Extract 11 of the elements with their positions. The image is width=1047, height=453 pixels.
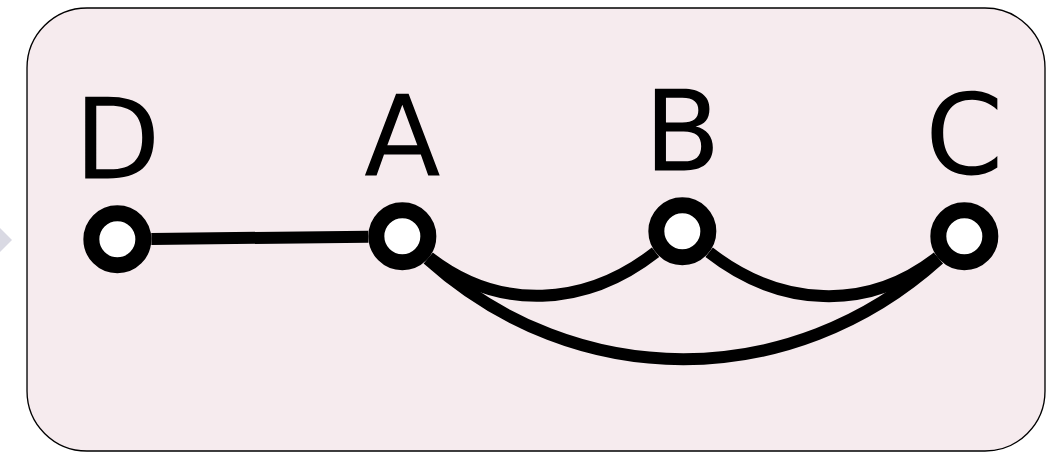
node-label: D xyxy=(85,96,154,179)
node-label: B xyxy=(654,88,713,171)
connector xyxy=(423,254,943,365)
node-label: C xyxy=(931,90,998,176)
vertex: B xyxy=(648,88,717,266)
vertex: D xyxy=(83,96,154,274)
connector xyxy=(151,230,369,245)
vertex: A xyxy=(364,93,440,271)
vertex: C xyxy=(930,90,999,271)
diagram-panel xyxy=(26,7,1046,452)
node-label: A xyxy=(364,93,440,176)
